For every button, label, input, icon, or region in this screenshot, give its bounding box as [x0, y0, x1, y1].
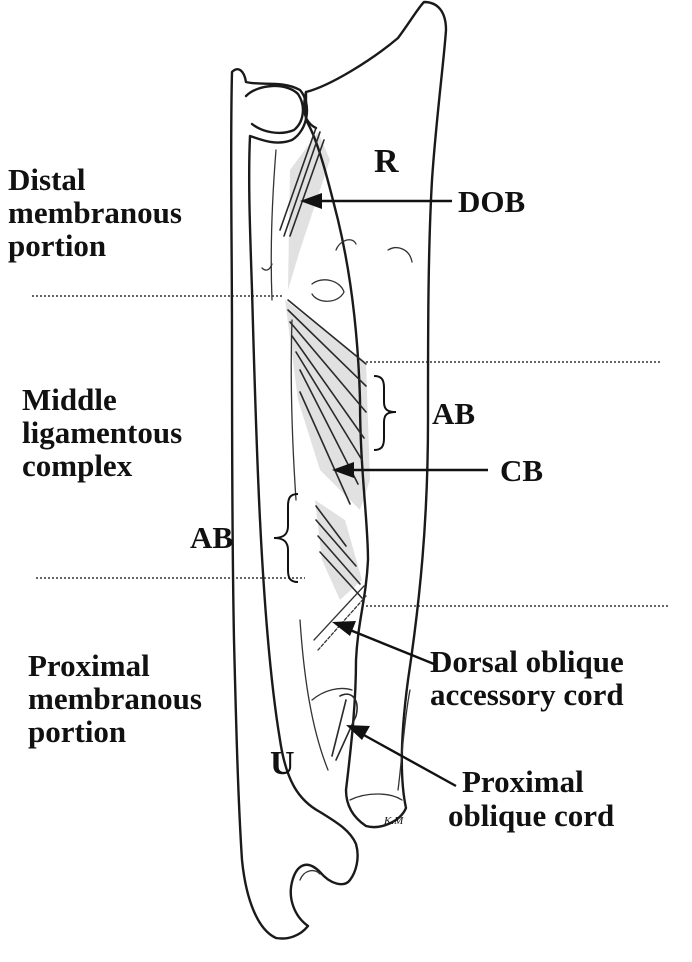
svg-text:AB: AB [190, 520, 233, 555]
artist-signature: K.M [383, 815, 404, 827]
svg-text:CB: CB [500, 453, 543, 488]
label-radius: R [374, 143, 399, 180]
callout-cb: CB [332, 453, 543, 488]
label-proximal-membranous-portion: Proximal membranous portion [28, 648, 210, 749]
callout-ab-right: AB [373, 375, 475, 451]
callout-dob: DOB [300, 184, 525, 219]
label-distal-membranous-portion: Distal membranous portion [8, 162, 190, 263]
label-ulna: U [270, 745, 295, 782]
distal-oblique-bundle [279, 127, 325, 237]
radius-bone [302, 0, 448, 829]
callout-ab-left: AB [190, 493, 299, 583]
proximal-oblique-cord-fibres [311, 687, 358, 761]
label-middle-ligamentous-complex: Middle ligamentous complex [22, 382, 190, 483]
accessory-band-fibres [315, 505, 363, 599]
ulna-bone [229, 68, 359, 940]
callout-proximal-oblique-cord: Proximal oblique cord [346, 725, 614, 833]
svg-text:Dorsal oblique accessory: Dorsal oblique accessory cord [430, 644, 632, 712]
svg-text:Proximal oblique cord: Proximal oblique cord [448, 764, 614, 833]
callout-dorsal-oblique-accessory-cord: Dorsal oblique accessory cord [332, 621, 632, 712]
svg-text:AB: AB [432, 396, 475, 431]
svg-text:DOB: DOB [458, 184, 525, 219]
